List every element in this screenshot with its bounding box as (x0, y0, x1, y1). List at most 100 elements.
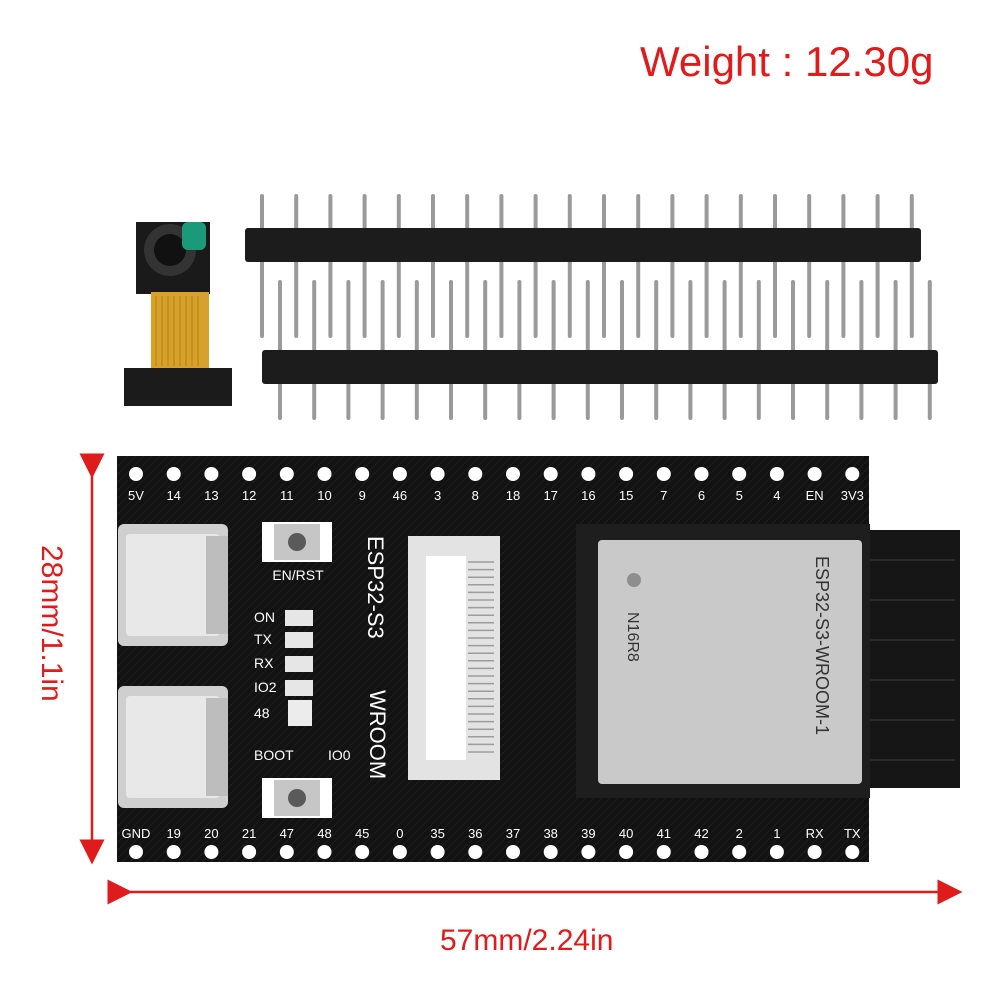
pin-hole (581, 467, 596, 481)
camera-connector (124, 368, 232, 406)
top-pin-label: 18 (506, 488, 520, 503)
module-variant: N16R8 (624, 612, 641, 662)
top-pin-label: 46 (393, 488, 407, 503)
boot-label: BOOT (254, 747, 294, 763)
header-strip-2 (262, 350, 938, 384)
en-rst-label: EN/RST (272, 567, 324, 583)
module-antenna (864, 530, 960, 788)
module-shield (598, 540, 862, 784)
pin-hole (392, 467, 407, 481)
pin-hole (242, 845, 257, 859)
pin-hole (845, 845, 860, 859)
pin-hole (543, 467, 558, 481)
pin-hole (129, 467, 143, 481)
top-pin-label: 16 (581, 488, 595, 503)
pin-hole (656, 467, 671, 481)
top-pin-label: 6 (698, 488, 705, 503)
bottom-pin-label: 0 (396, 826, 403, 841)
pin-hole (355, 845, 370, 859)
bottom-pin-label: 41 (657, 826, 671, 841)
top-pin-label: 5 (736, 488, 743, 503)
top-pin-label: 3 (434, 488, 441, 503)
usb-c-port-1 (118, 524, 228, 646)
led-label: 48 (254, 705, 270, 721)
pin-hole (317, 845, 332, 859)
pin-hole (694, 845, 709, 859)
top-pin-label: 15 (619, 488, 633, 503)
pin-hole (807, 467, 822, 481)
top-pin-label: 11 (280, 488, 294, 503)
bottom-pin-label: 37 (506, 826, 520, 841)
pin-hole (581, 845, 596, 859)
usb-c-port-2 (118, 686, 228, 808)
pin-hole (506, 467, 520, 481)
pin-hole (807, 845, 822, 859)
pin-hole (845, 467, 860, 481)
top-pin-label: 7 (660, 488, 667, 503)
top-pin-label: 14 (166, 488, 180, 503)
led-label: TX (254, 631, 273, 647)
board-title-2: WROOM (365, 690, 390, 779)
led-label: RX (254, 655, 274, 671)
top-pin-label: 13 (204, 488, 218, 503)
pin-hole (355, 467, 370, 481)
pin-hole (468, 845, 483, 859)
pin-hole (430, 467, 445, 481)
bottom-pin-label: 35 (430, 826, 444, 841)
io0-label: IO0 (328, 747, 351, 763)
camera-lens (154, 234, 186, 266)
top-pin-label: 12 (242, 488, 256, 503)
bottom-pin-label: 20 (204, 826, 218, 841)
bottom-pin-label: TX (844, 826, 861, 841)
camera-module (124, 222, 232, 406)
bottom-pin-label: 39 (581, 826, 595, 841)
pin-hole (166, 845, 181, 859)
top-pin-label: EN (806, 488, 824, 503)
pin-hole (506, 845, 520, 859)
board-title: ESP32-S3 (363, 536, 388, 639)
pin-hole (769, 845, 784, 859)
pin-hole (317, 467, 332, 481)
pin-hole (204, 467, 219, 481)
pin-hole (279, 845, 294, 859)
pin-hole (242, 467, 257, 481)
top-pin-label: 8 (472, 488, 479, 503)
bottom-pin-label: 40 (619, 826, 633, 841)
width-dimension-label: 57mm/2.24in (440, 924, 614, 957)
pin-hole (769, 467, 784, 481)
top-pin-label: 10 (317, 488, 331, 503)
bottom-pin-label: GND (122, 826, 151, 841)
bottom-pin-label: 48 (317, 826, 331, 841)
camera-lens-tab (182, 222, 206, 250)
esp32-board (117, 456, 960, 862)
weight-label: Weight : 12.30g (640, 38, 934, 85)
top-pin-label: 3V3 (841, 488, 864, 503)
status-leds (285, 610, 313, 726)
bottom-pin-label: 42 (694, 826, 708, 841)
top-pin-label: 4 (773, 488, 780, 503)
module-title: ESP32-S3-WROOM-1 (812, 556, 832, 735)
pin-hole (392, 845, 407, 859)
bottom-pin-label: 45 (355, 826, 369, 841)
pin-hole (468, 467, 483, 481)
bottom-pin-label: 2 (736, 826, 743, 841)
pin-hole (619, 467, 634, 481)
pin-hole (732, 845, 747, 859)
bottom-pin-label: 1 (773, 826, 780, 841)
pin-hole (204, 845, 219, 859)
bottom-pin-label: RX (806, 826, 824, 841)
pin-hole (279, 467, 294, 481)
top-pin-label: 9 (359, 488, 366, 503)
bottom-pin-label: 19 (166, 826, 180, 841)
pin-hole (656, 845, 671, 859)
bottom-pin-label: 47 (280, 826, 294, 841)
pin-hole (694, 467, 709, 481)
header-strip-1 (245, 228, 921, 262)
top-pin-label: 5V (128, 488, 144, 503)
pin-hole (619, 845, 634, 859)
top-pin-label: 17 (543, 488, 557, 503)
pin-hole (129, 845, 143, 859)
bottom-pin-label: 36 (468, 826, 482, 841)
pin-headers (245, 194, 938, 420)
